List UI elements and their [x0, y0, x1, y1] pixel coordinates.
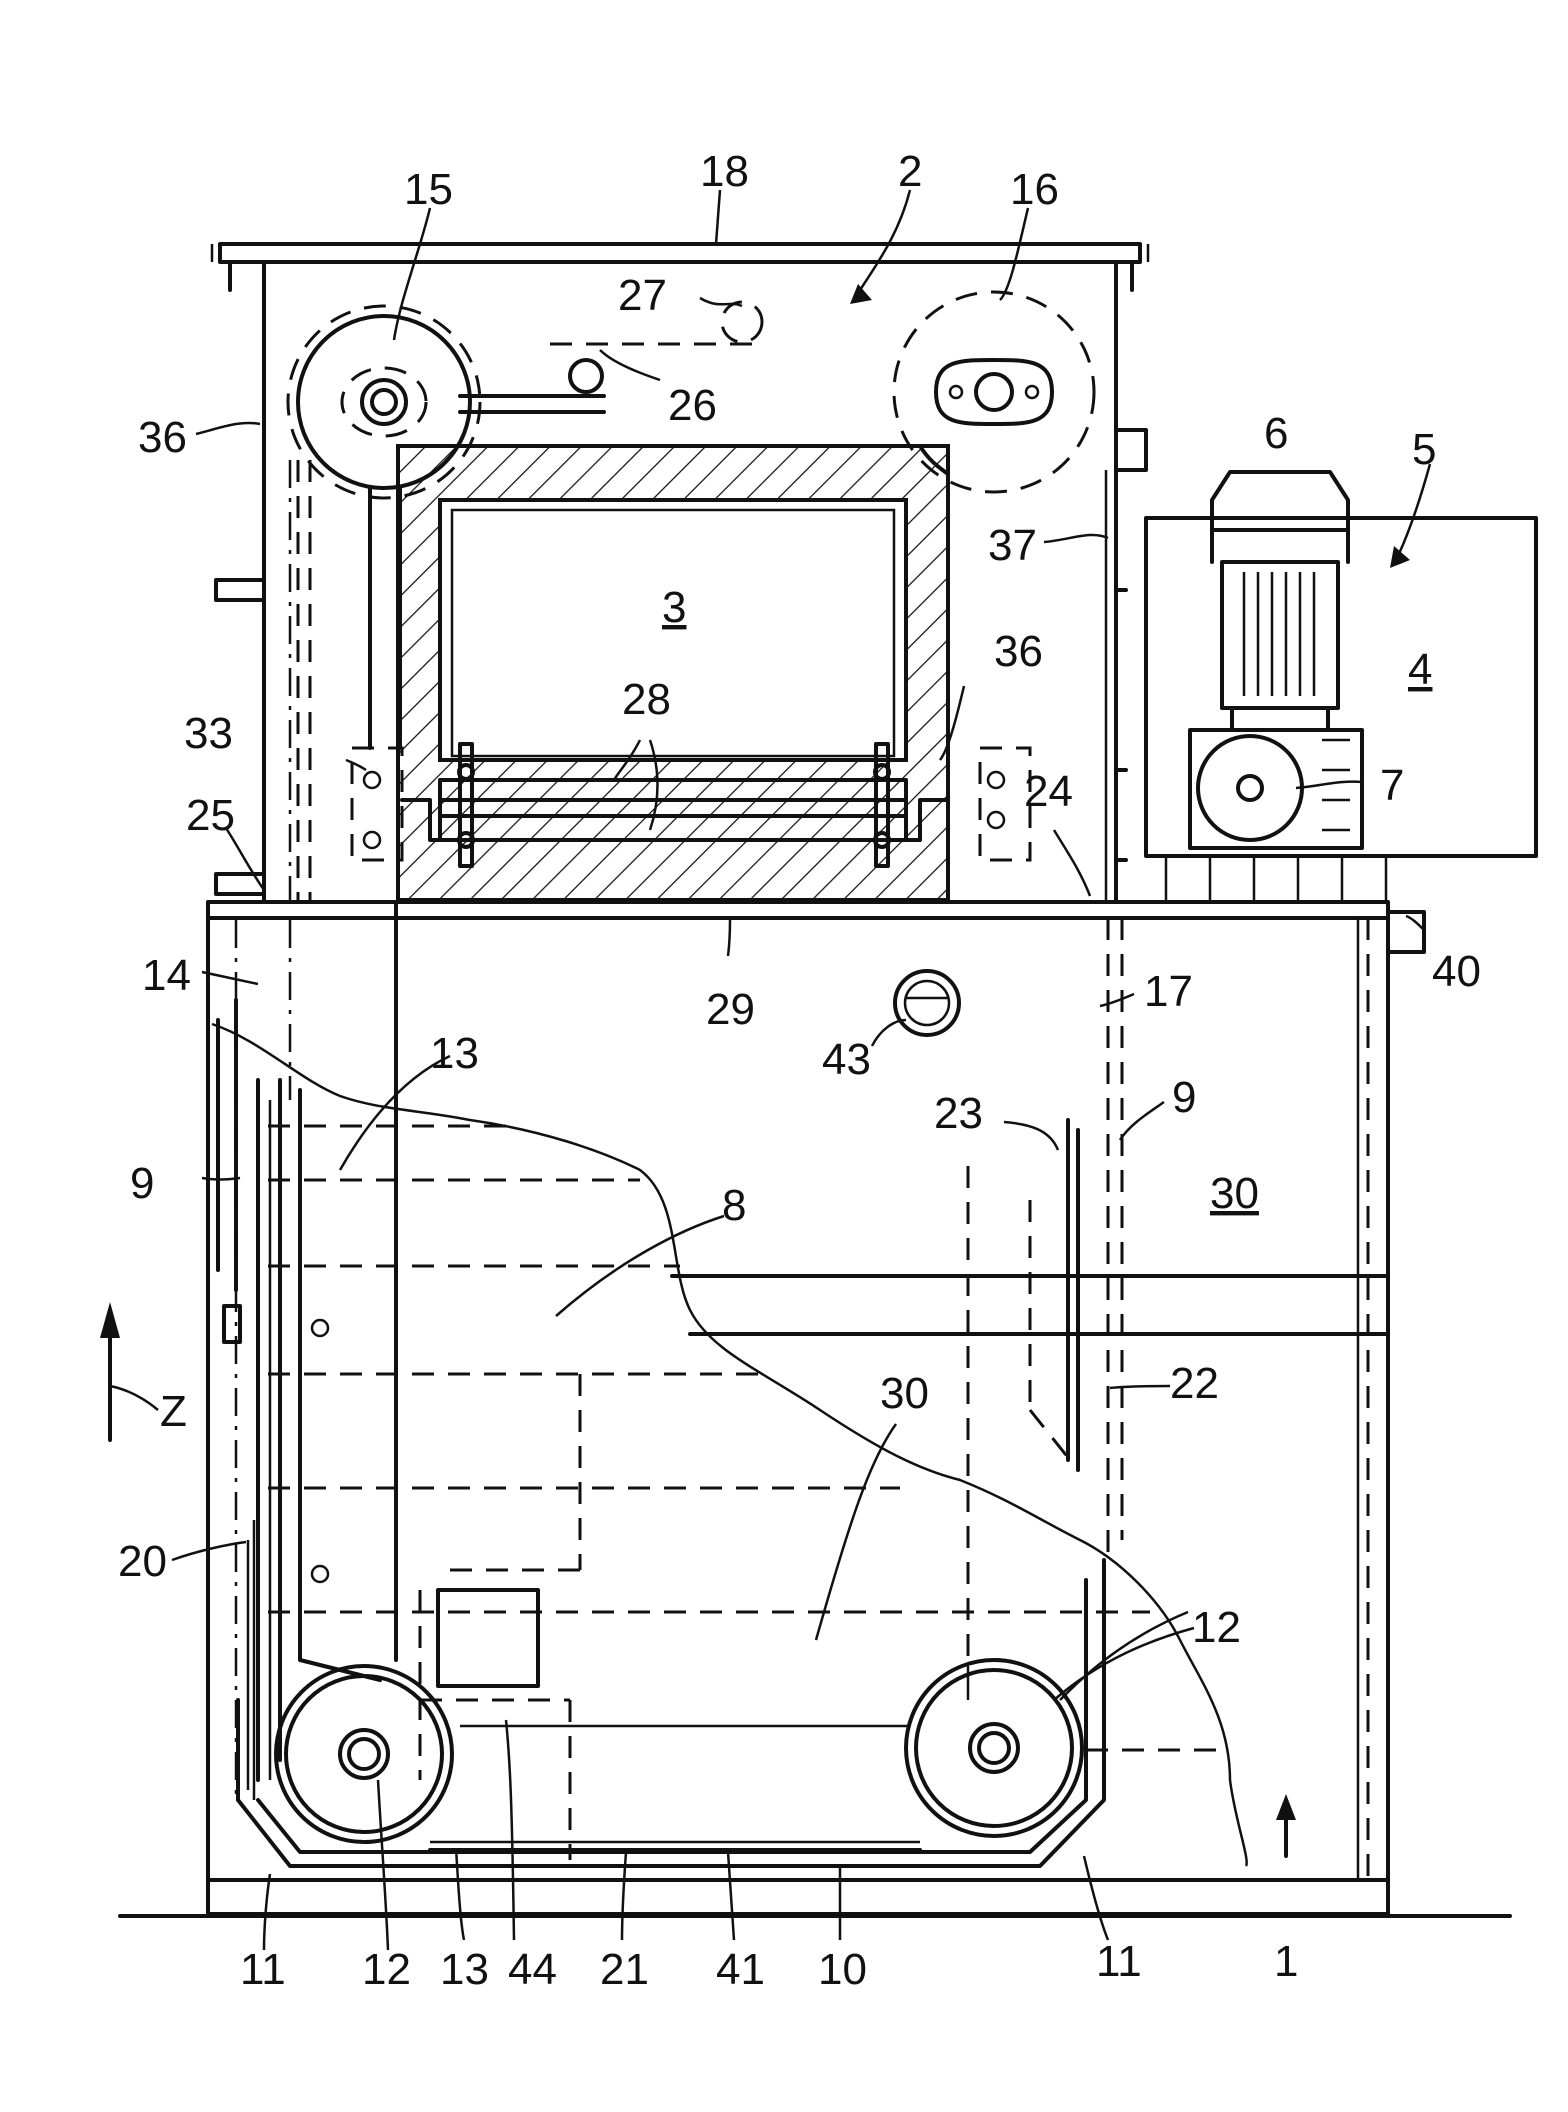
- label-9-right: 9: [1172, 1073, 1196, 1122]
- drive-unit: [1144, 470, 1538, 904]
- label-15: 14: [142, 951, 191, 1000]
- label-27: 26: [668, 381, 717, 430]
- label-25: 29: [706, 985, 755, 1034]
- label-13: 13: [440, 1945, 489, 1994]
- reference-labels: 18 2 15 16 27 26 36 6 5 37 3 4 36 28 33 …: [118, 147, 1481, 1994]
- label-41: 41: [716, 1945, 765, 1994]
- label-26: 30: [880, 1369, 929, 1418]
- label-29: 28: [622, 675, 671, 724]
- label-36-right: 37: [988, 521, 1037, 570]
- label-8: 8: [722, 1181, 746, 1230]
- lower-housing: [206, 900, 1426, 1916]
- leader-lines: [171, 189, 1425, 1951]
- label-20: 22: [1170, 1359, 1219, 1408]
- label-30-right: 36: [994, 627, 1043, 676]
- label-7: 7: [1380, 761, 1404, 810]
- label-36-left: 36: [138, 413, 187, 462]
- label-43: 43: [822, 1035, 871, 1084]
- label-11-right: 11: [1096, 1937, 1142, 1986]
- ref-1-arrow: [1276, 1794, 1296, 1858]
- label-18: 17: [1144, 967, 1193, 1016]
- label-21: 21: [600, 1945, 649, 1994]
- label-22: 23: [934, 1089, 983, 1138]
- label-5: 4: [1408, 645, 1432, 694]
- label-19: 20: [118, 1537, 167, 1586]
- label-33: 30: [1210, 1169, 1259, 1218]
- label-30-left: 33: [184, 709, 233, 758]
- label-16: 15: [404, 165, 453, 214]
- label-9-left: 9: [130, 1159, 154, 1208]
- label-3: 3: [662, 583, 686, 632]
- label-24: 25: [186, 791, 235, 840]
- z-direction-arrow: [100, 1302, 159, 1442]
- label-12-right: 12: [1192, 1603, 1241, 1652]
- label-14: 13: [430, 1029, 479, 1078]
- ref-2-arrow: [850, 189, 912, 304]
- upper-cabinet: [210, 242, 1150, 904]
- label-44: 44: [508, 1945, 557, 1994]
- label-4: 5: [1412, 425, 1436, 474]
- label-6: 6: [1264, 409, 1288, 458]
- label-10: 10: [818, 1945, 867, 1994]
- label-37: 18: [700, 147, 749, 196]
- label-z: Z: [160, 1387, 187, 1436]
- label-17: 16: [1010, 165, 1059, 214]
- label-23: 24: [1024, 767, 1073, 816]
- label-40: 40: [1432, 947, 1481, 996]
- ref-4-arrow: [1390, 463, 1432, 568]
- label-1: 1: [1274, 1937, 1298, 1986]
- label-12-left: 12: [362, 1945, 411, 1994]
- label-28: 27: [618, 271, 667, 320]
- label-11-left: 11: [240, 1945, 286, 1994]
- label-2: 2: [898, 147, 922, 196]
